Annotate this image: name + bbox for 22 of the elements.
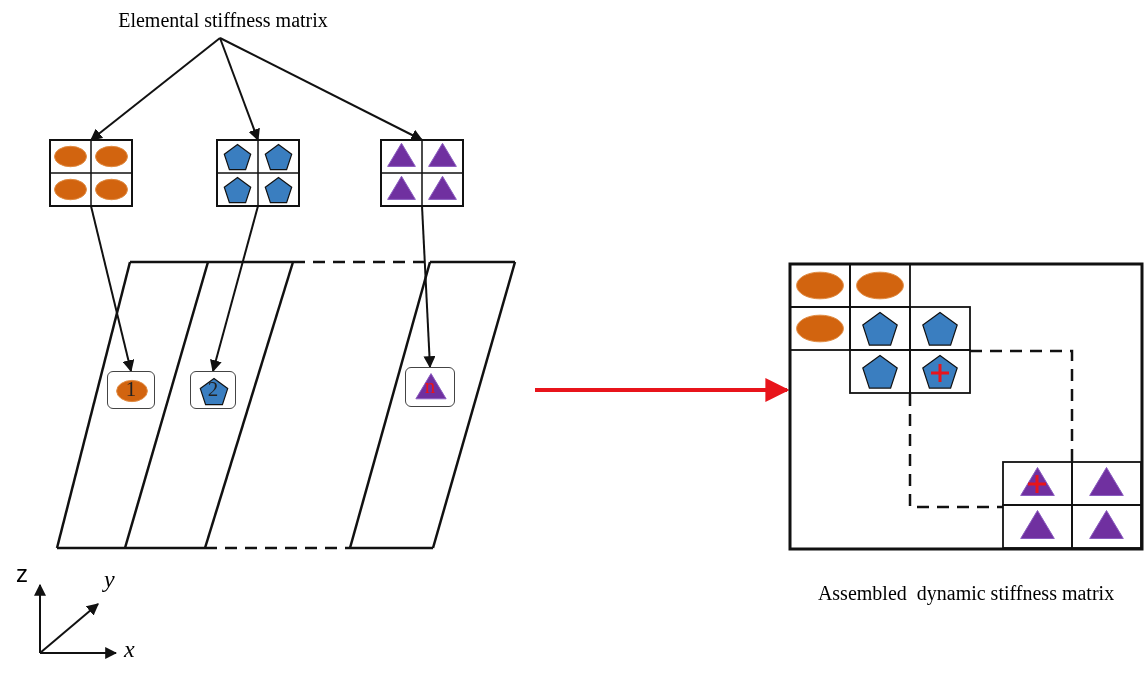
element-matrix-drawing <box>50 140 132 206</box>
arrow <box>421 205 436 369</box>
axis-label: y <box>104 566 115 593</box>
element-number: 1 <box>124 376 138 403</box>
element-matrix-drawing <box>381 140 463 206</box>
element-badge <box>107 371 155 409</box>
assembled-matrix-drawing <box>789 263 1143 550</box>
element-badge <box>190 371 236 409</box>
element-number: n <box>423 373 437 400</box>
element-matrix-drawing <box>217 140 299 206</box>
axis-label: z <box>16 560 28 588</box>
arrow <box>219 37 260 142</box>
arrow <box>90 205 135 373</box>
arrow <box>219 37 424 141</box>
element-badge <box>405 367 455 407</box>
axis-label: x <box>124 636 135 663</box>
matrix-caption: Assembled dynamic stiffness matrix <box>816 582 1116 605</box>
arrow <box>90 37 221 141</box>
arrow <box>535 378 790 402</box>
arrow <box>210 205 259 373</box>
element-number: 2 <box>206 376 220 403</box>
diagram-title: Elemental stiffness matrix <box>118 6 328 34</box>
